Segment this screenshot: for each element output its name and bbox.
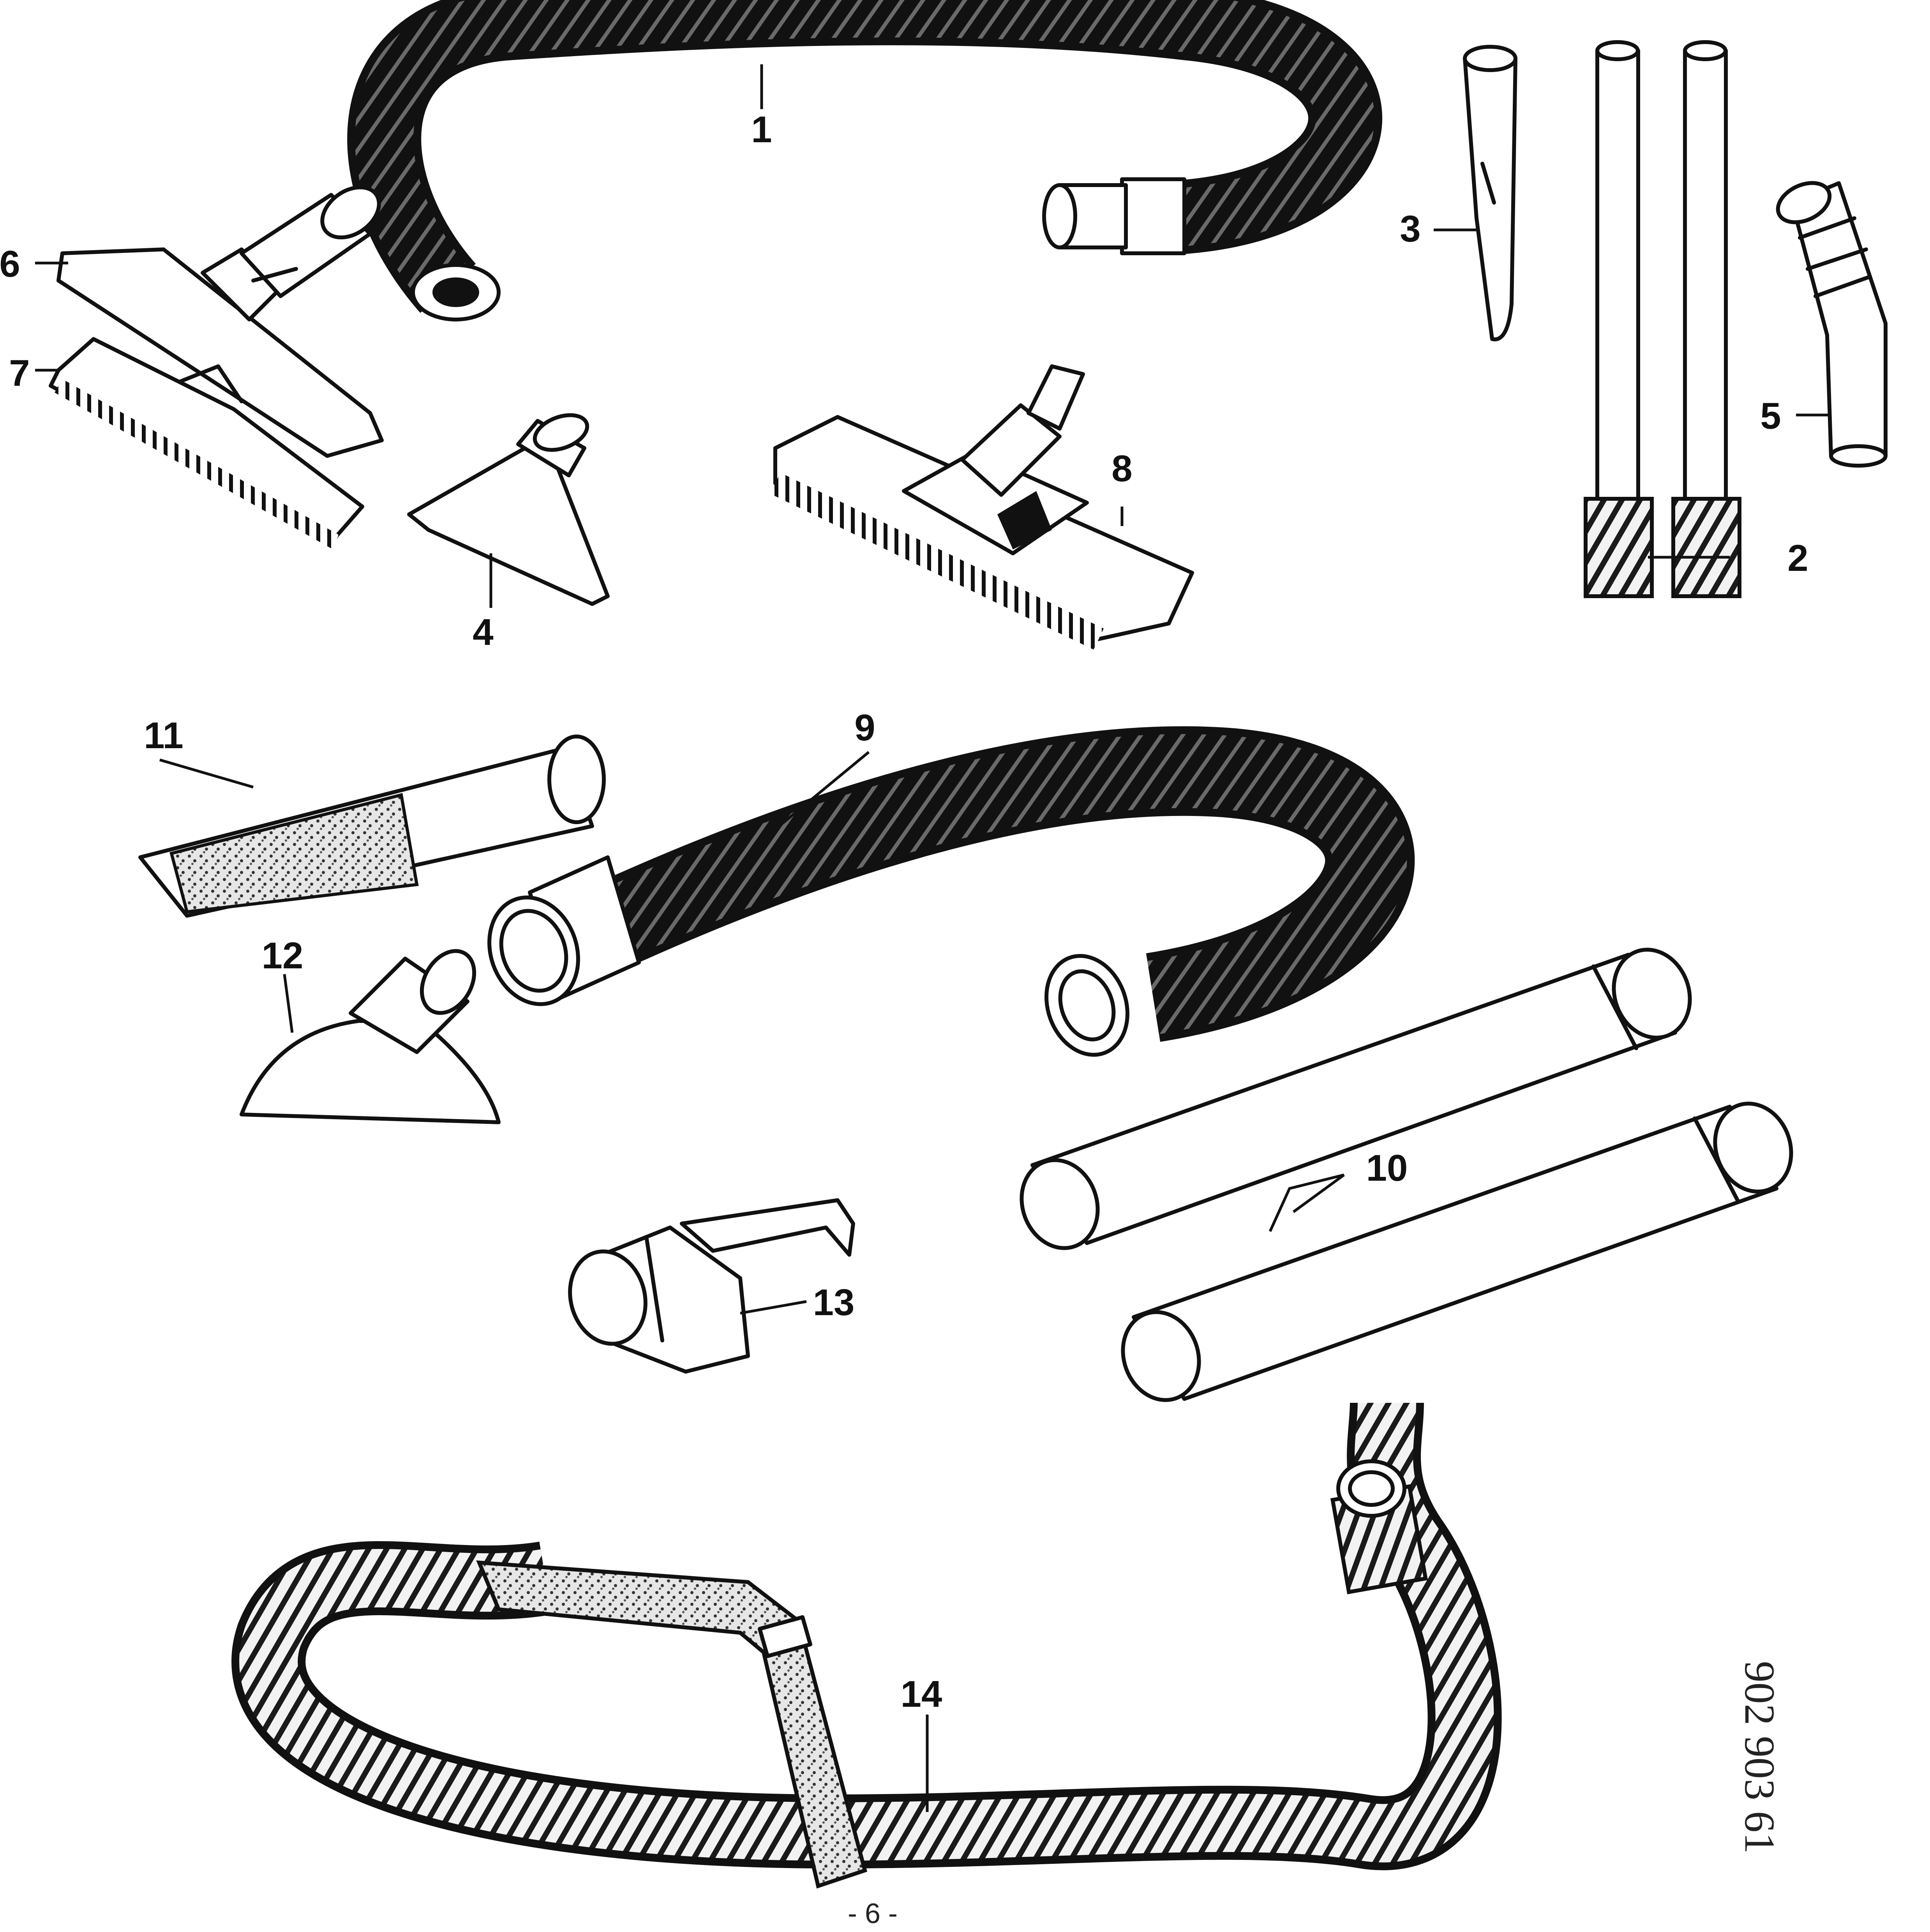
callout-6: 6 (0, 243, 20, 285)
part-3-crevice-tool (1463, 45, 1517, 341)
callout-7: 7 (9, 352, 30, 394)
callout-2: 2 (1787, 537, 1808, 579)
callout-9: 9 (854, 707, 875, 749)
part-9-hose (487, 726, 1415, 1057)
callout-12: 12 (262, 935, 303, 977)
part-7-floor-nozzle-brush (49, 337, 364, 549)
part-5-curved-elbow (1776, 181, 1888, 468)
part-1-suction-hose (347, 0, 1382, 321)
part-10-tubes (1020, 948, 1793, 1402)
part-2-extension-tubes (1584, 40, 1741, 598)
callout-5: 5 (1760, 395, 1781, 437)
hose-end-fitting-icon (1120, 177, 1186, 255)
leader-lines (35, 64, 1831, 1812)
part-14-handle-hose (231, 1402, 1502, 1889)
page-number: - 6 - (848, 1898, 898, 1929)
callout-11: 11 (144, 715, 183, 756)
callout-4: 4 (473, 611, 493, 653)
part-13-adapter (568, 1198, 855, 1374)
callouts: 1 2 3 4 5 6 7 8 9 10 11 12 13 14 (0, 109, 1808, 1715)
part-6-floor-nozzle (56, 185, 384, 458)
part-4-upholstery-nozzle (407, 413, 610, 606)
callout-3: 3 (1400, 208, 1420, 250)
hose-top-fitting-icon (1336, 1459, 1406, 1518)
hose-right-end-icon (1044, 954, 1129, 1057)
reference-code: 902 903 61 (1736, 1661, 1784, 1854)
callout-14: 14 (901, 1673, 942, 1715)
callout-8: 8 (1111, 448, 1132, 489)
part-11-flat-nozzle (138, 735, 606, 918)
part-12-small-nozzle (240, 949, 501, 1124)
callout-10: 10 (1366, 1147, 1408, 1189)
callout-13: 13 (813, 1282, 855, 1323)
callout-1: 1 (751, 109, 772, 150)
part-8-combination-floor-nozzle (770, 364, 1194, 650)
